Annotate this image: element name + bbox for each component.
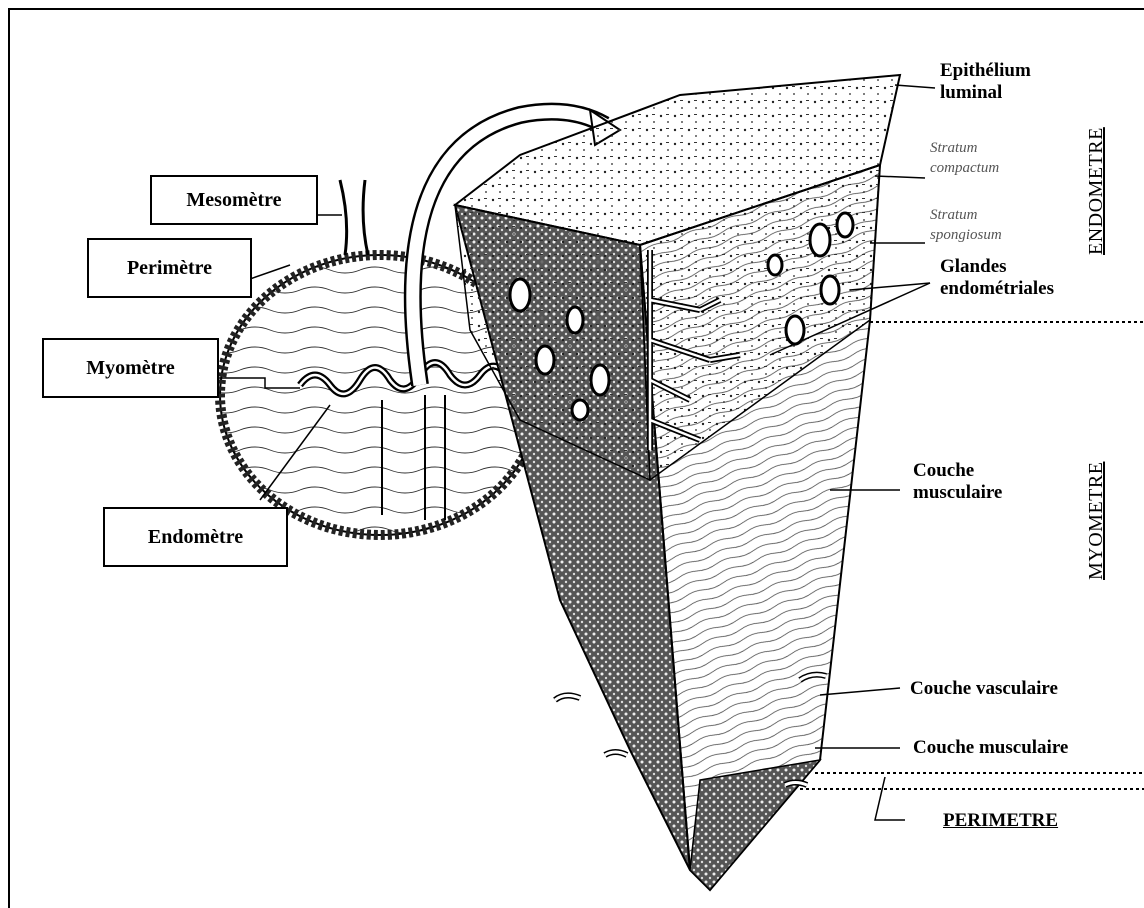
label-stratum-spongiosum: Stratum spongiosum bbox=[930, 205, 1002, 245]
label-couche-musculaire-1: Couche musculaire bbox=[913, 460, 1002, 504]
mesometre-box: Mesomètre bbox=[150, 175, 318, 225]
label-couche-vasculaire: Couche vasculaire bbox=[910, 678, 1058, 700]
label-epithelium-luminal: Epithélium luminal bbox=[940, 60, 1031, 104]
perimetre-box: Perimètre bbox=[87, 238, 252, 298]
label-glandes-endometriales: Glandes endométriales bbox=[940, 256, 1054, 300]
label-couche-musculaire-2: Couche musculaire bbox=[913, 737, 1068, 759]
myometre-box: Myomètre bbox=[42, 338, 219, 398]
label-perimetre-layer: PERIMETRE bbox=[943, 810, 1058, 832]
vertical-label-endometre: ENDOMETRE bbox=[1085, 127, 1108, 255]
endometre-box: Endomètre bbox=[103, 507, 288, 567]
label-stratum-compactum: Stratum compactum bbox=[930, 138, 999, 178]
vertical-label-myometre: MYOMETRE bbox=[1085, 462, 1108, 580]
tissue-block bbox=[455, 75, 900, 890]
